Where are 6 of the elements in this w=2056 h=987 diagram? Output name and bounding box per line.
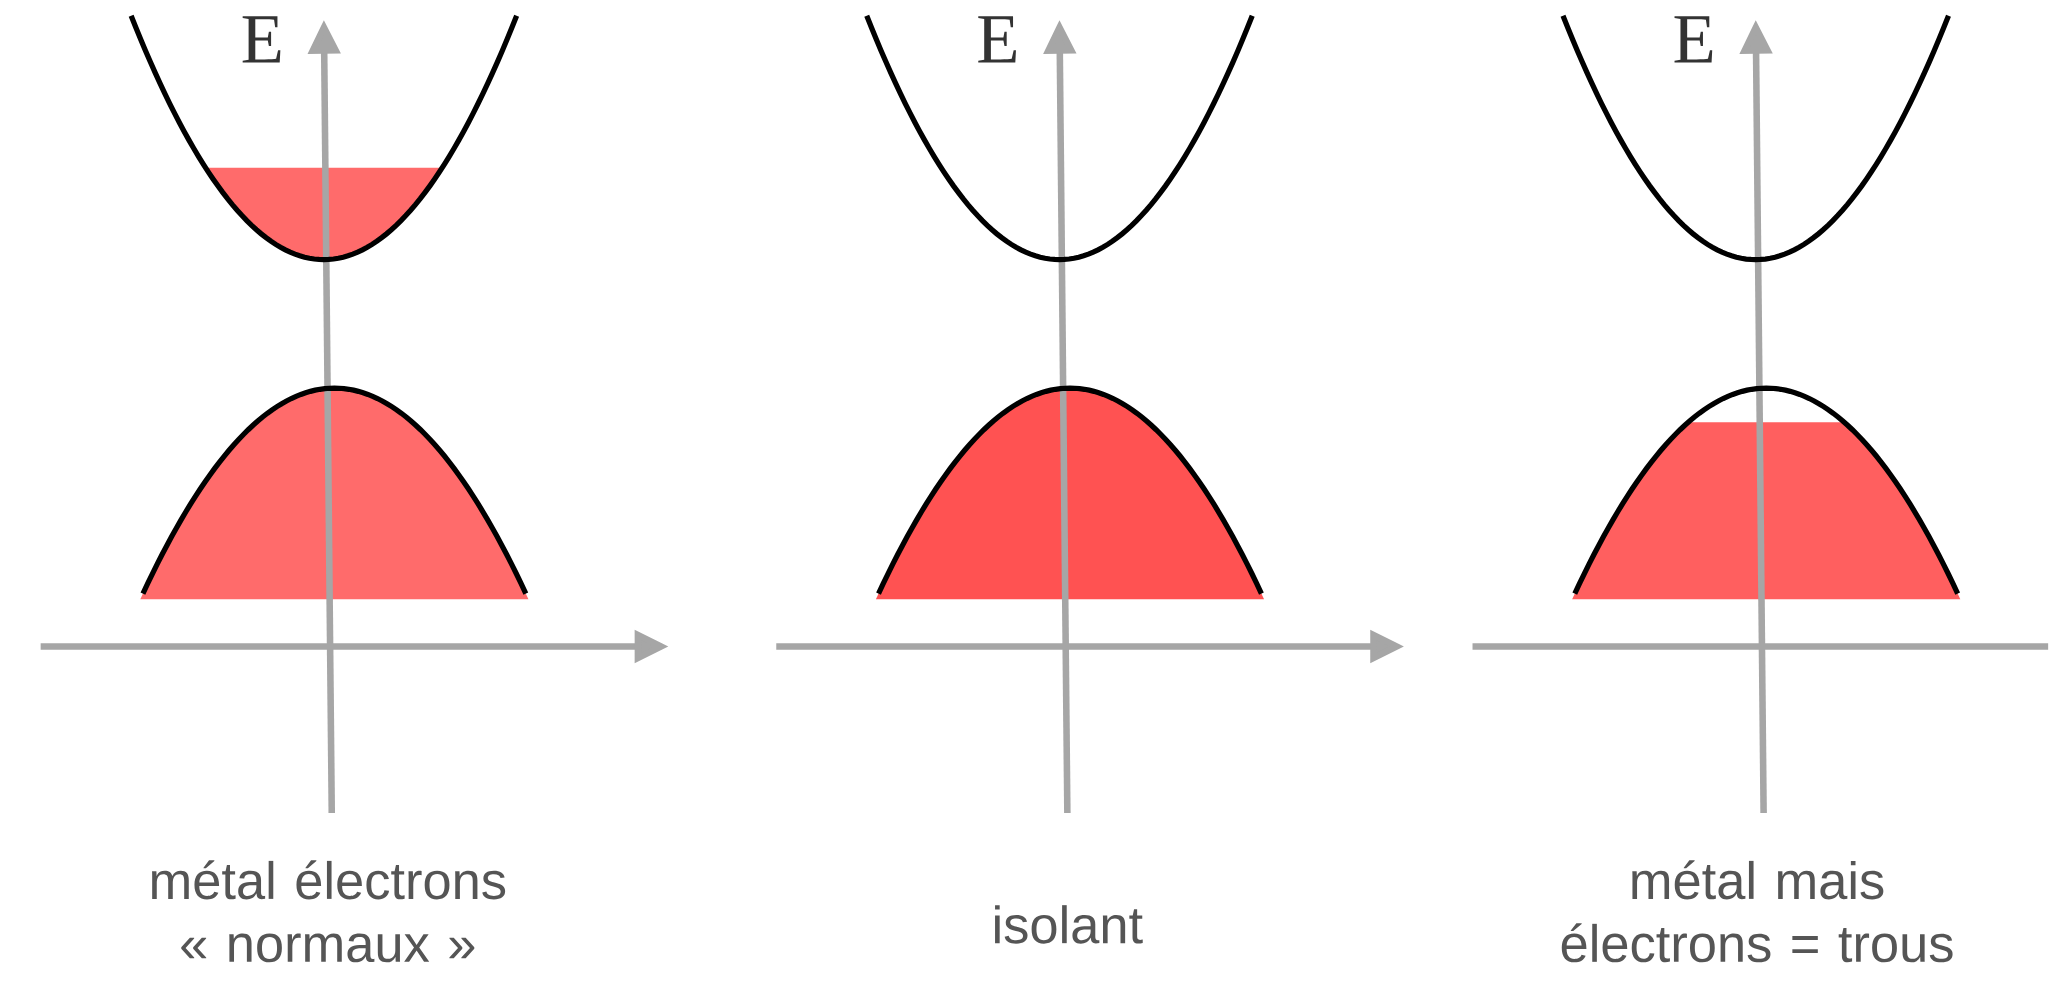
- caption-text: métal électrons « normaux »: [152, 860, 506, 963]
- caption-text: métal mais électrons = trous: [1561, 860, 1953, 963]
- axis-label: E: [978, 16, 1016, 63]
- caption-text: isolant: [995, 905, 1143, 944]
- axis-label: E: [1674, 16, 1713, 63]
- axis-label: E: [242, 16, 281, 63]
